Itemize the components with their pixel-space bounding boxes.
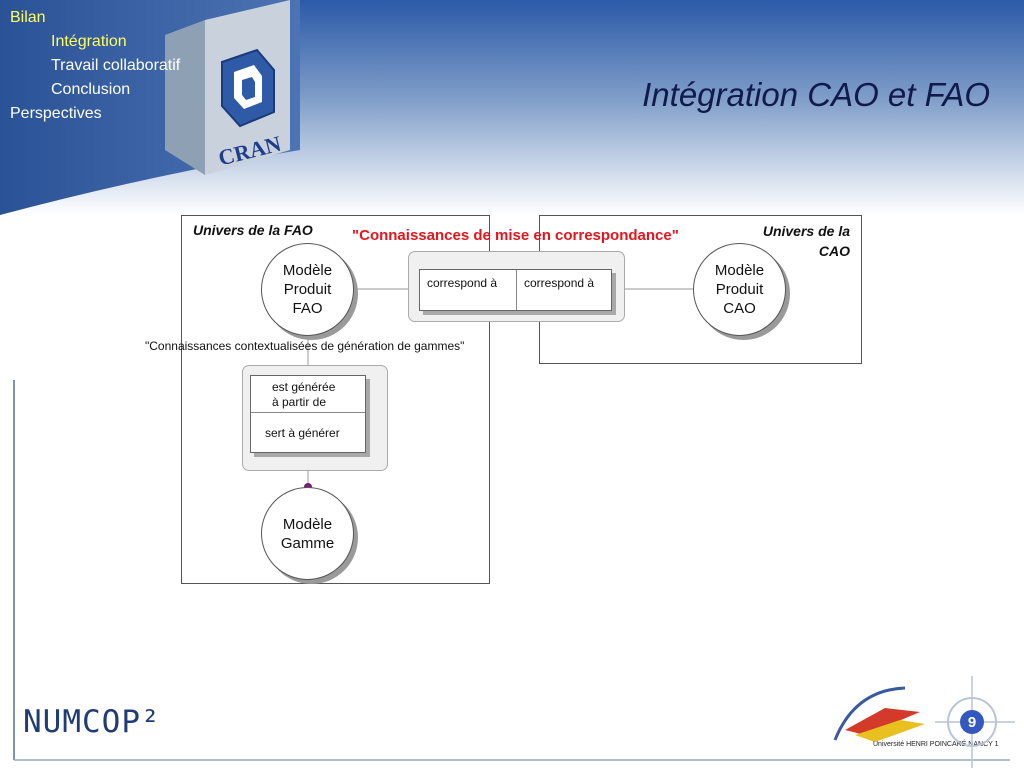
generation-cell-top: est générée à partir de [272, 380, 336, 409]
numcop-logo: NUMCOP² [23, 704, 161, 740]
node-modele-gamme: Modèle Gamme [261, 487, 354, 580]
page-number: 9 [960, 710, 984, 734]
generation-cell-divider [251, 412, 365, 413]
uhp-logo-text: Université HENRI POINCARÉ NANCY 1 [873, 739, 999, 748]
nav-item-conclusion[interactable]: Conclusion [51, 81, 131, 98]
mapping-cell-right: correspond à [524, 276, 595, 290]
nav-item-integration[interactable]: Intégration [51, 33, 127, 50]
mapping-cell-left: correspond à [427, 276, 498, 290]
slide-frame-lines [13, 380, 1010, 761]
mapping-relation-box: correspond à correspond à [419, 269, 612, 311]
nav-item-travail-collaboratif[interactable]: Travail collaboratif [51, 57, 181, 74]
slide-title: Intégration CAO et FAO [642, 76, 990, 113]
node-modele-produit-cao: Modèle Produit CAO [693, 243, 786, 336]
context-knowledge-label: "Connaissances contextualisées de généra… [145, 339, 465, 353]
node-modele-produit-cao-label: Modèle Produit CAO [714, 262, 765, 317]
header-background [0, 0, 1024, 215]
mapping-knowledge-label: "Connaissances de mise en correspondance… [352, 227, 679, 244]
cao-universe-label: Univers de la CAO [762, 223, 850, 259]
node-modele-gamme-label: Modèle Gamme [280, 515, 335, 552]
uhp-logo: Université HENRI POINCARÉ NANCY 1 [833, 686, 999, 748]
node-modele-produit-fao: Modèle Produit FAO [261, 243, 354, 336]
cran-logo: CRAN [216, 48, 284, 170]
generation-relation-box: est générée à partir de sert à générer [250, 375, 366, 453]
nav-item-perspectives[interactable]: Perspectives [10, 105, 102, 122]
node-modele-produit-fao-label: Modèle Produit FAO [282, 262, 333, 317]
mapping-cell-divider [516, 270, 517, 310]
nav-item-bilan[interactable]: Bilan [10, 9, 46, 26]
generation-cell-bottom: sert à générer [265, 426, 340, 440]
fao-universe-label: Univers de la FAO [193, 222, 313, 238]
